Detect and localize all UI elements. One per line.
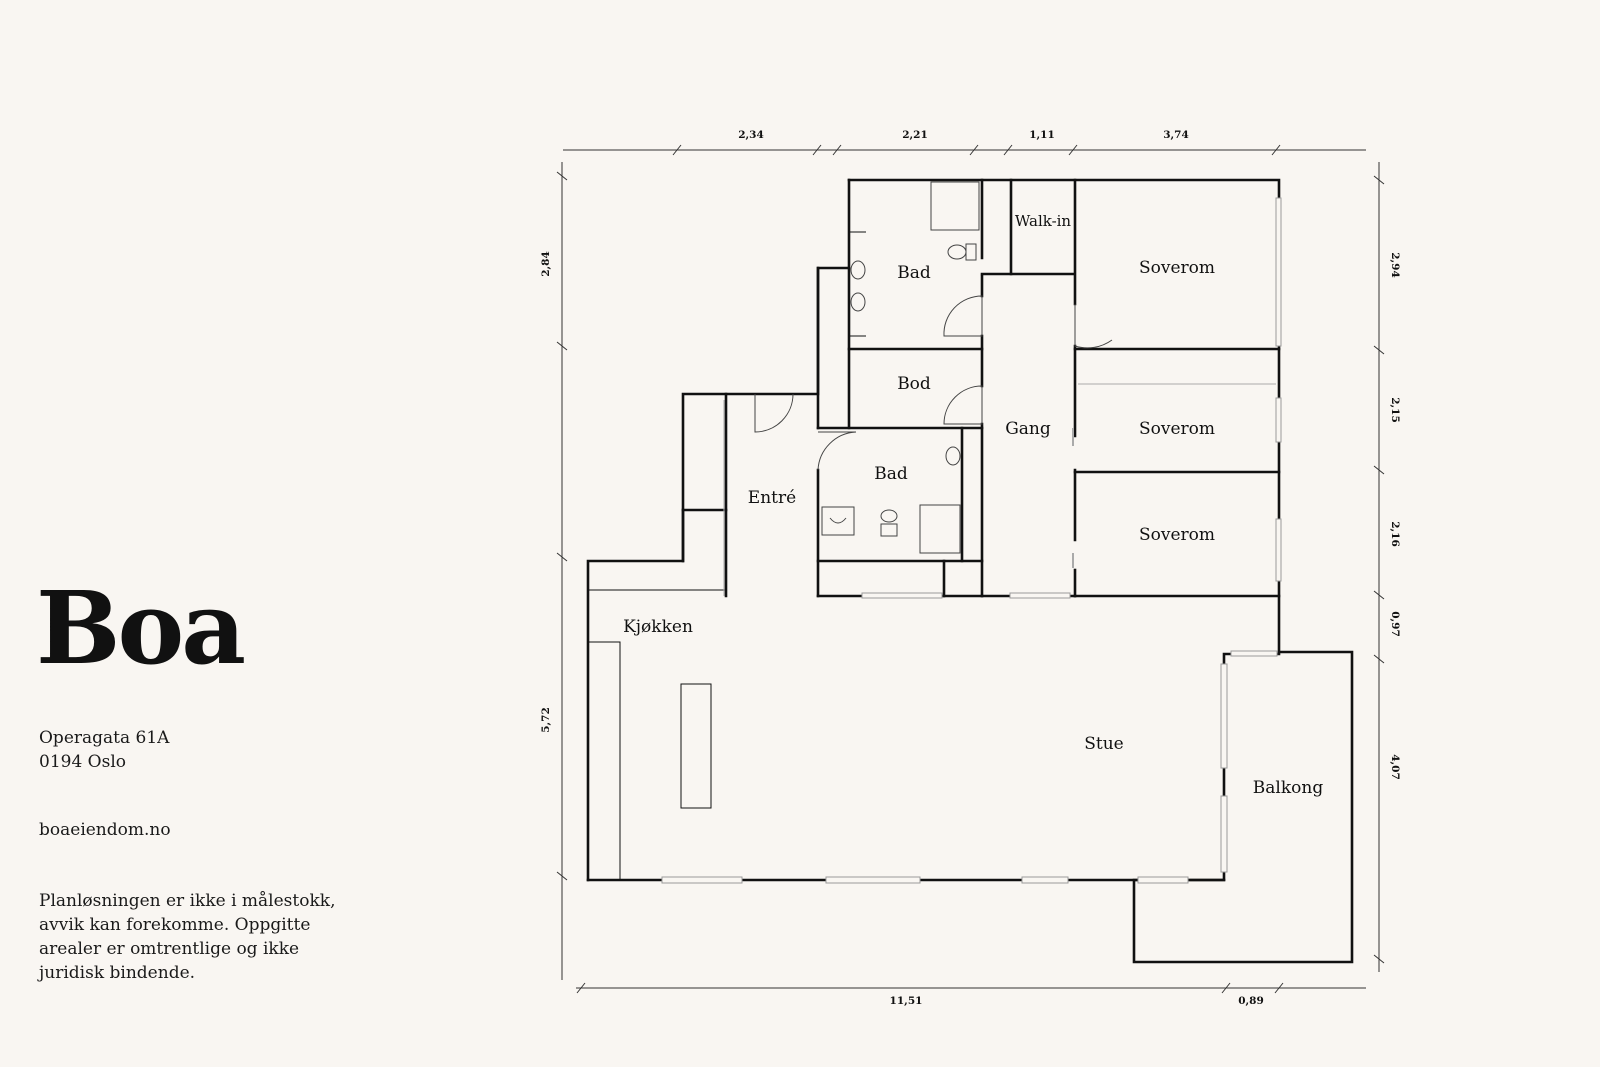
address-street: Operagata 61A [39,728,170,748]
dim-bottom-2: 0,89 [1238,995,1264,1007]
windows [661,197,1282,884]
dim-right-2: 2,15 [1389,397,1401,423]
fixtures [821,181,980,554]
room-balkong: Balkong [1253,778,1324,798]
website: boaeiendom.no [39,818,171,842]
room-labels: Walk-in Bad Soverom Bod Gang Soverom Ent… [623,212,1323,798]
disclaimer-text: Planløsningen er ikke i målestokk, avvik… [39,891,336,983]
room-gang: Gang [1005,419,1051,439]
dimension-lines [556,144,1385,994]
room-walkin: Walk-in [1015,212,1072,230]
dim-left-1: 2,84 [540,251,552,277]
brand-logo: Boa [36,569,246,687]
room-soverom-2: Soverom [1139,419,1215,439]
room-bad-mid: Bad [874,464,908,484]
disclaimer: Planløsningen er ikke i målestokk, avvik… [39,889,359,985]
address-city: 0194 Oslo [39,752,127,772]
dim-left-2: 5,72 [540,707,552,733]
dim-top-2: 2,21 [902,129,928,141]
room-bad-top: Bad [897,263,931,283]
doors [754,295,1113,471]
dim-top-3: 1,11 [1029,129,1055,141]
website-text: boaeiendom.no [39,820,171,840]
dim-top-4: 3,74 [1163,129,1189,141]
room-soverom-1: Soverom [1139,258,1215,278]
room-entre: Entré [748,488,796,508]
dim-right-4: 0,97 [1389,611,1401,637]
room-kjokken: Kjøkken [623,617,693,637]
dim-top-1: 2,34 [738,129,764,141]
dim-right-1: 2,94 [1389,252,1401,278]
room-stue: Stue [1084,734,1124,754]
interior-details [587,231,866,881]
dim-bottom-1: 11,51 [890,995,923,1007]
room-bod: Bod [897,374,931,394]
address: Operagata 61A 0194 Oslo [39,726,169,774]
dim-right-3: 2,16 [1389,521,1401,547]
room-soverom-3: Soverom [1139,525,1215,545]
dimension-labels: 2,34 2,21 1,11 3,74 11,51 0,89 2,84 5,72… [540,129,1401,1007]
dim-right-5: 4,07 [1389,754,1401,780]
